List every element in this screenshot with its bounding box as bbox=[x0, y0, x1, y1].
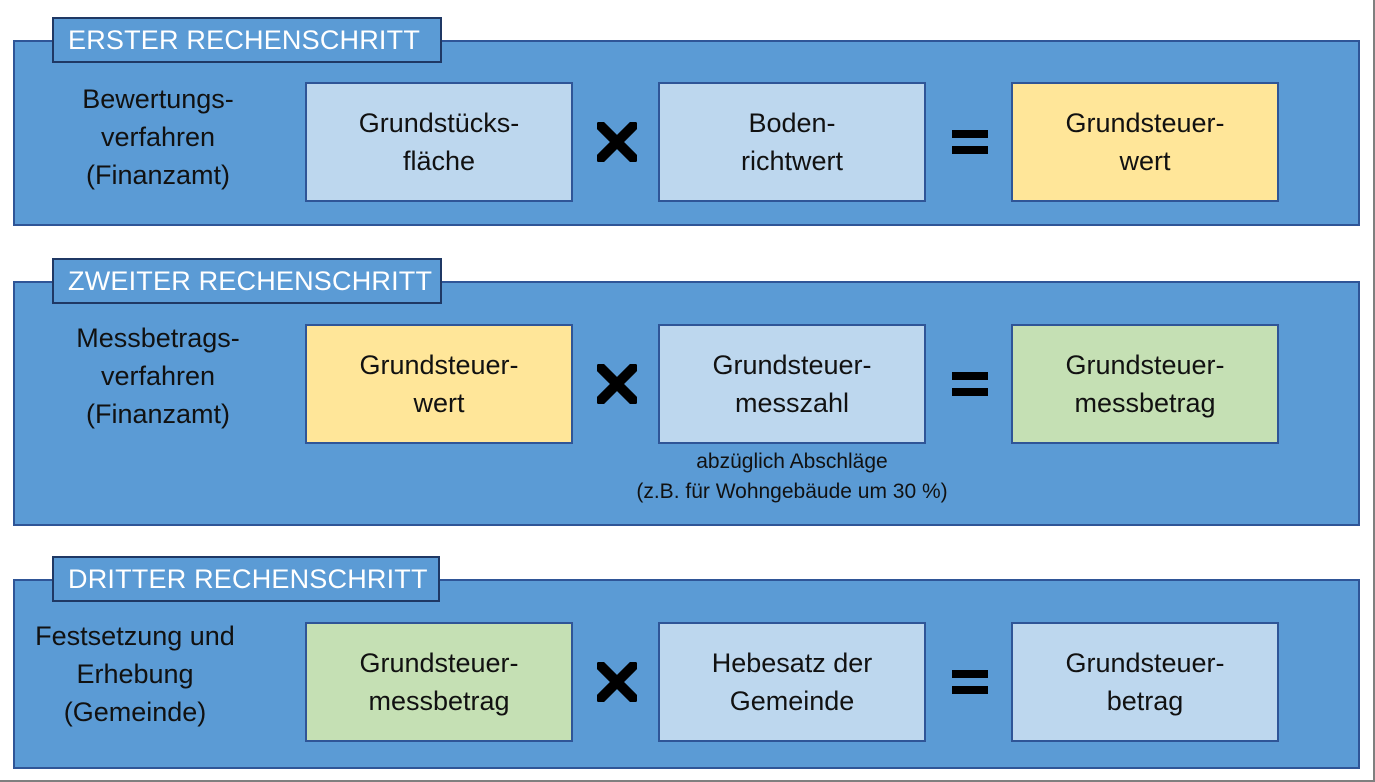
step-1-multiply-sign bbox=[587, 112, 647, 172]
step-1-operand-1-line-2: fläche bbox=[402, 146, 476, 176]
step-3-panel: Festsetzung und Erhebung (Gemeinde) Grun… bbox=[13, 579, 1360, 769]
step-1-equals-sign bbox=[940, 112, 1000, 172]
step-2-operand-2-line-2: messzahl bbox=[734, 388, 850, 418]
step-2-label-line-1: Messbetrags- bbox=[76, 323, 240, 353]
multiply-icon bbox=[597, 122, 637, 162]
step-2-note: abzüglich Abschläge (z.B. für Wohngebäud… bbox=[602, 447, 982, 507]
step-1-operand-2-line-2: richtwert bbox=[740, 146, 843, 176]
step-3-equals-sign bbox=[940, 652, 1000, 712]
step-1-result-box: Grundsteuer- wert bbox=[1011, 82, 1279, 202]
step-1-operand-2-line-1: Boden- bbox=[748, 108, 836, 138]
step-3-operand-2-line-1: Hebesatz der bbox=[711, 648, 873, 678]
step-3-operand-1-line-1: Grundsteuer- bbox=[359, 648, 519, 678]
step-1-label: Bewertungs- verfahren (Finanzamt) bbox=[28, 80, 288, 194]
step-2-multiply-sign bbox=[587, 354, 647, 414]
step-1-label-line-1: Bewertungs- bbox=[82, 84, 234, 114]
multiply-icon bbox=[597, 662, 637, 702]
step-2-panel: Messbetrags- verfahren (Finanzamt) Grund… bbox=[13, 281, 1360, 526]
step-1-result-line-1: Grundsteuer- bbox=[1065, 108, 1225, 138]
step-2-label: Messbetrags- verfahren (Finanzamt) bbox=[28, 319, 288, 433]
step-1-operand-1-line-1: Grundstücks- bbox=[358, 108, 520, 138]
step-3-operand-2-line-2: Gemeinde bbox=[729, 686, 855, 716]
step-2-note-line-1: abzüglich Abschläge bbox=[696, 450, 888, 473]
step-3-label: Festsetzung und Erhebung (Gemeinde) bbox=[15, 617, 255, 731]
step-2-operand-1-box: Grundsteuer- wert bbox=[305, 324, 573, 444]
step-3-label-line-1: Festsetzung und bbox=[35, 621, 235, 651]
step-2-note-line-2: (z.B. für Wohngebäude um 30 %) bbox=[636, 480, 948, 503]
multiply-icon bbox=[597, 364, 637, 404]
step-3-operand-2-box: Hebesatz der Gemeinde bbox=[658, 622, 926, 742]
step-3-label-line-3: (Gemeinde) bbox=[63, 697, 207, 727]
step-3-label-line-2: Erhebung bbox=[76, 659, 194, 689]
step-2-result-line-1: Grundsteuer- bbox=[1065, 350, 1225, 380]
step-2-equals-sign bbox=[940, 354, 1000, 414]
step-2-operand-1-line-2: wert bbox=[413, 388, 465, 418]
step-3-result-line-1: Grundsteuer- bbox=[1065, 648, 1225, 678]
equals-icon bbox=[952, 130, 988, 154]
step-2-label-line-2: verfahren bbox=[100, 361, 216, 391]
step-1-operand-2-box: Boden- richtwert bbox=[658, 82, 926, 202]
step-3-result-box: Grundsteuer- betrag bbox=[1011, 622, 1279, 742]
equals-icon bbox=[952, 670, 988, 694]
step-1-panel: Bewertungs- verfahren (Finanzamt) Grunds… bbox=[13, 40, 1360, 226]
step-1-title: ERSTER RECHENSCHRITT bbox=[52, 17, 442, 63]
step-3-operand-1-line-2: messbetrag bbox=[368, 686, 510, 716]
step-3-multiply-sign bbox=[587, 652, 647, 712]
step-2-label-line-3: (Finanzamt) bbox=[85, 399, 231, 429]
step-2-result-box: Grundsteuer- messbetrag bbox=[1011, 324, 1279, 444]
step-2-result-line-2: messbetrag bbox=[1074, 388, 1216, 418]
step-2-title: ZWEITER RECHENSCHRITT bbox=[52, 258, 442, 304]
step-1-operand-1-box: Grundstücks- fläche bbox=[305, 82, 573, 202]
step-2-operand-2-line-1: Grundsteuer- bbox=[712, 350, 872, 380]
step-3-result-line-2: betrag bbox=[1106, 686, 1184, 716]
step-2-operand-2-box: Grundsteuer- messzahl bbox=[658, 324, 926, 444]
step-3-title: DRITTER RECHENSCHRITT bbox=[52, 556, 440, 602]
step-1-result-line-2: wert bbox=[1119, 146, 1171, 176]
step-1-label-line-2: verfahren bbox=[100, 122, 216, 152]
step-2-operand-1-line-1: Grundsteuer- bbox=[359, 350, 519, 380]
step-3-operand-1-box: Grundsteuer- messbetrag bbox=[305, 622, 573, 742]
step-1-label-line-3: (Finanzamt) bbox=[85, 160, 231, 190]
equals-icon bbox=[952, 372, 988, 396]
